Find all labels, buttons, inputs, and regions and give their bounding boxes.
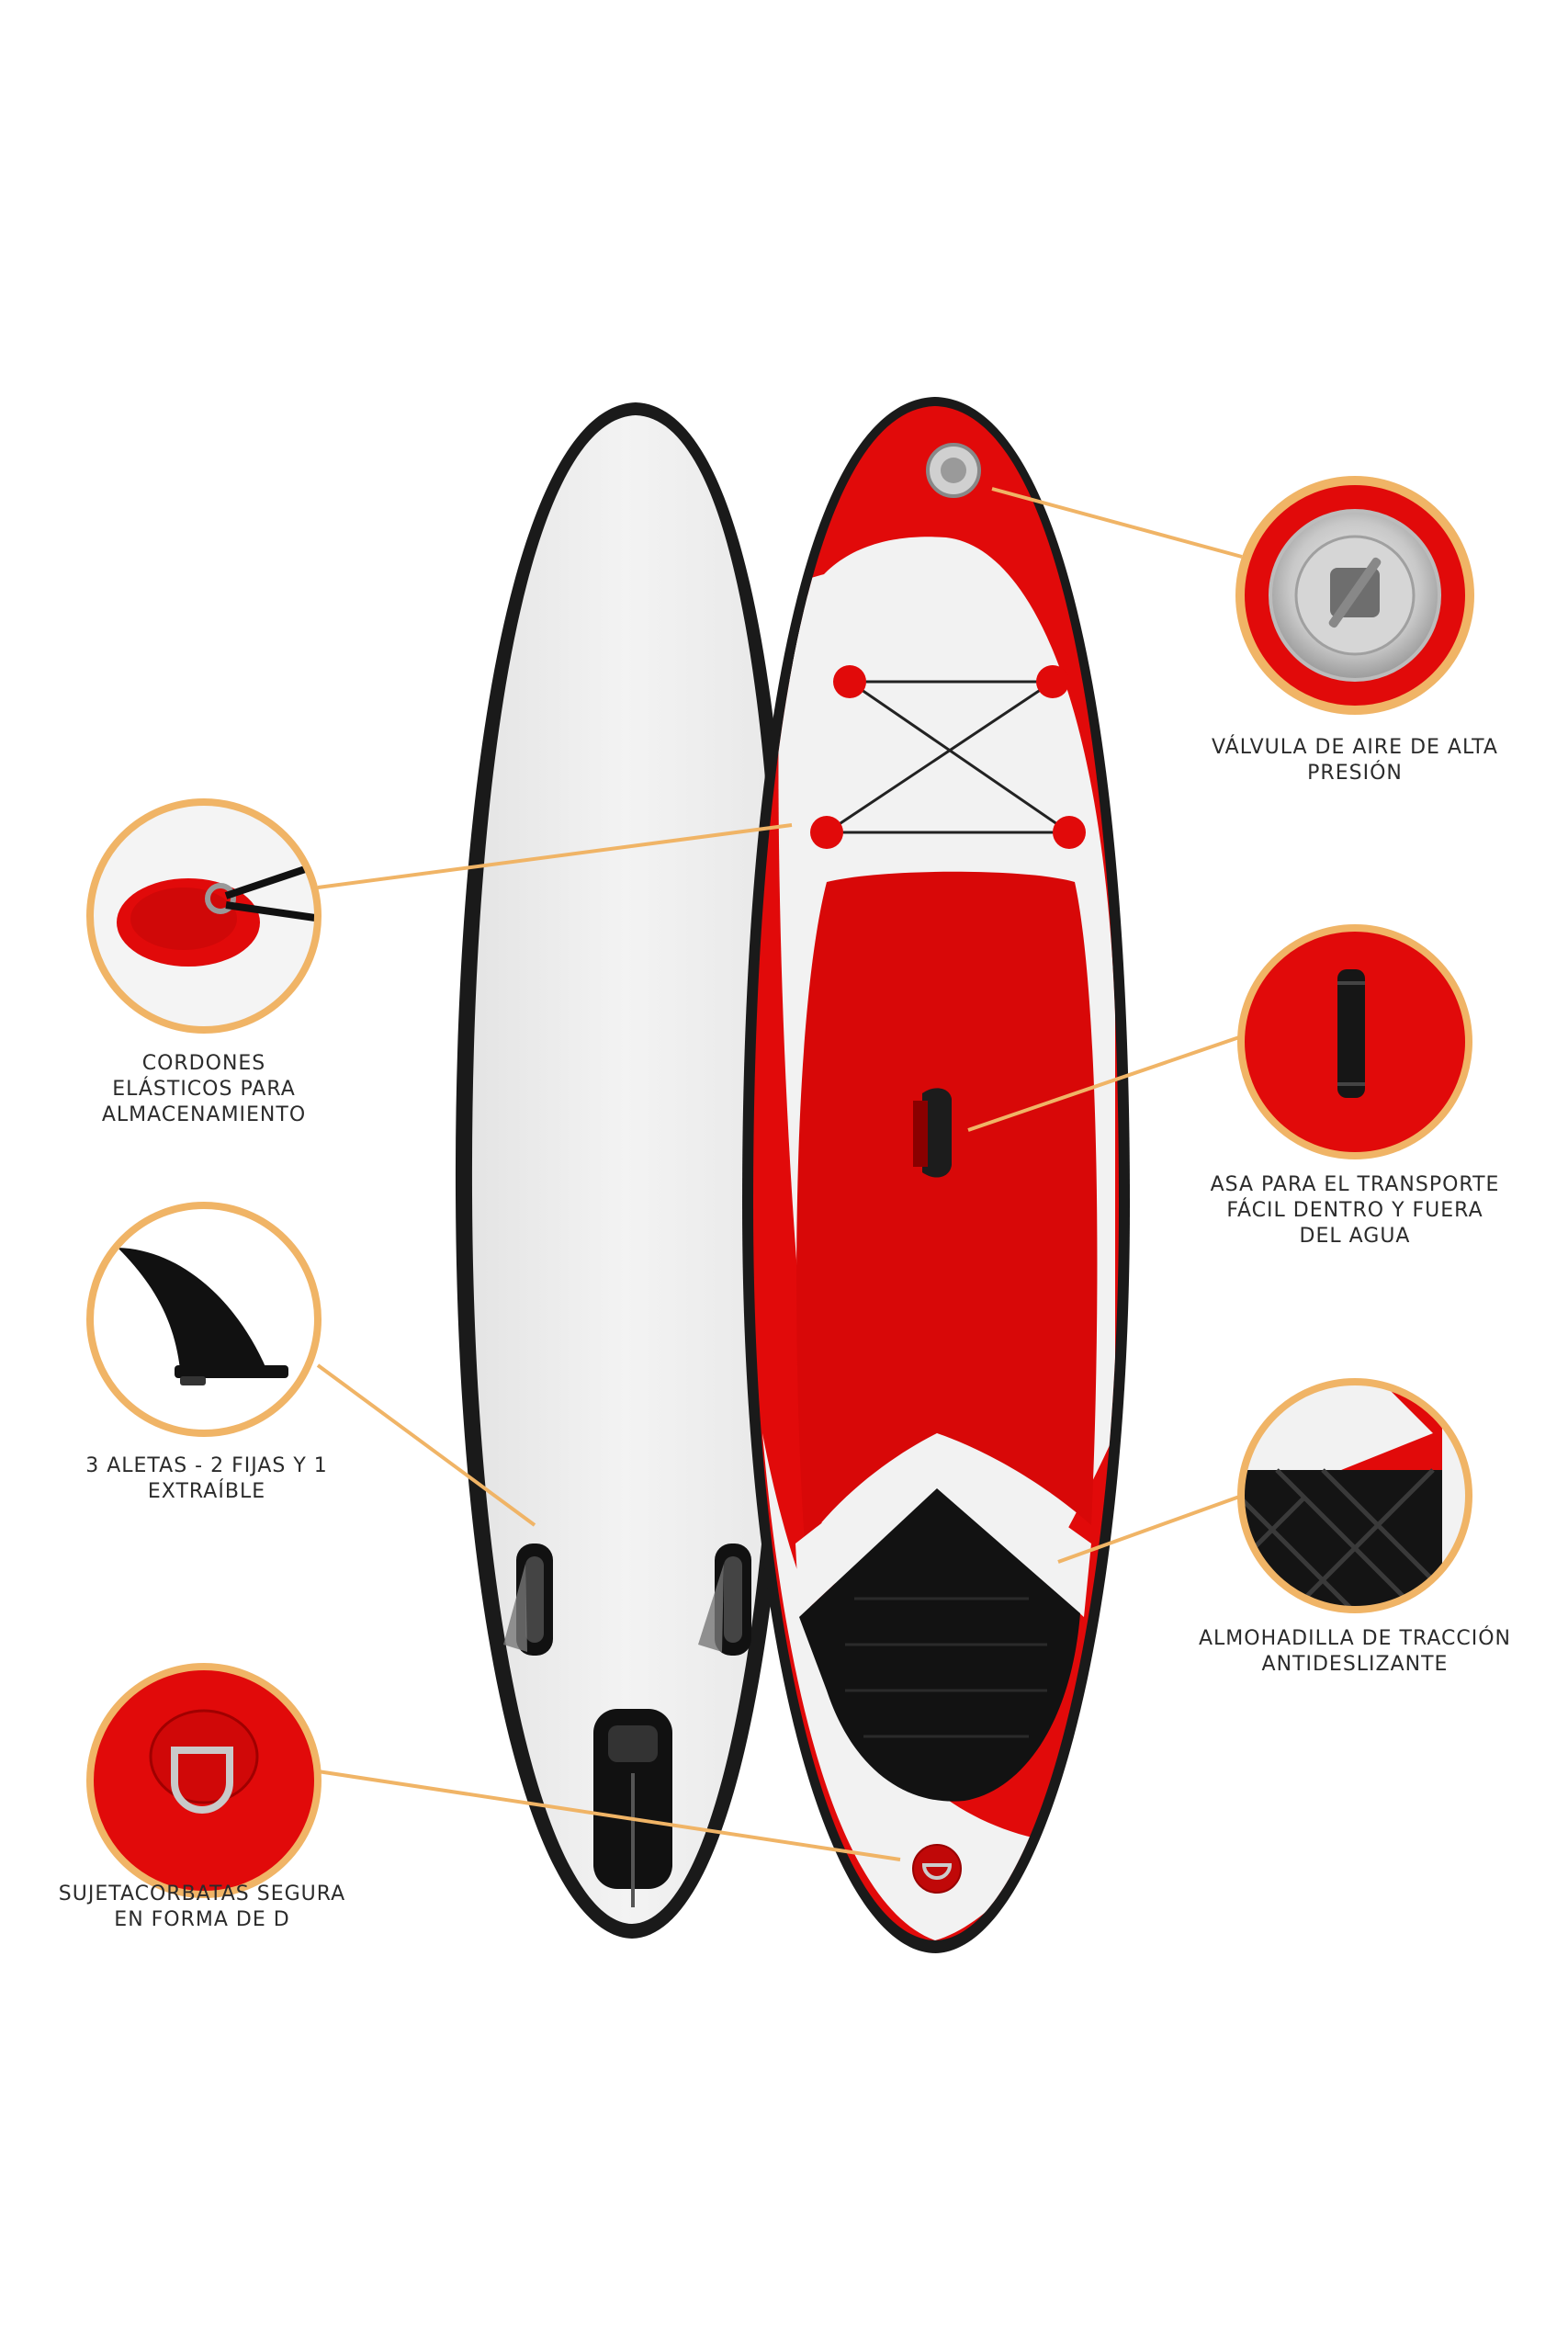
nose-valve: [926, 443, 981, 498]
side-fin-left: [503, 1544, 553, 1656]
d-ring-icon: [149, 1709, 259, 1814]
center-fin-box: [593, 1709, 672, 1907]
detail-valve: [1235, 476, 1474, 715]
label-bungee-line-1: CORDONES: [141, 1052, 266, 1075]
board-deck-view: [742, 397, 1130, 1953]
label-handle-line-1: ASA PARA EL TRANSPORTE: [1210, 1173, 1500, 1196]
label-valve: VÁLVULA DE AIRE DE ALTA PRESIÓN: [1194, 735, 1516, 786]
deck-pad: [796, 871, 1098, 1544]
label-traction-line-1: ALMOHADILLA DE TRACCIÓN: [1198, 1627, 1511, 1650]
detail-handle: [1237, 924, 1472, 1159]
label-dring: SUJETACORBATAS SEGURA EN FORMA DE D: [37, 1882, 367, 1933]
side-fin-right: [698, 1544, 751, 1656]
label-traction: ALMOHADILLA DE TRACCIÓN ANTIDESLIZANTE: [1176, 1626, 1534, 1678]
label-fins-line-2: EXTRAÍBLE: [147, 1480, 266, 1503]
board-bottom-view: [455, 402, 796, 1939]
detail-traction: [1237, 1378, 1472, 1613]
tail-d-ring: [912, 1844, 962, 1894]
air-valve-icon: [1328, 557, 1382, 628]
label-valve-line-1: VÁLVULA DE AIRE DE ALTA: [1212, 736, 1498, 759]
callout-lines: [316, 487, 1243, 1861]
callout-line-fins: [316, 1363, 536, 1527]
detail-bungee: [86, 798, 321, 1034]
label-handle-line-3: DEL AGUA: [1299, 1225, 1411, 1248]
label-handle-line-2: FÁCIL DENTRO Y FUERA: [1226, 1199, 1483, 1222]
label-bungee: CORDONES ELÁSTICOS PARA ALMACENAMIENTO: [66, 1051, 342, 1128]
label-fins-line-1: 3 ALETAS - 2 FIJAS Y 1: [85, 1454, 328, 1477]
label-valve-line-2: PRESIÓN: [1307, 762, 1403, 785]
carry-handle-icon: [1337, 969, 1365, 1098]
deck-carry-handle: [913, 1088, 952, 1178]
label-traction-line-2: ANTIDESLIZANTE: [1261, 1653, 1449, 1676]
callout-line-bungee: [317, 823, 793, 889]
callout-line-dring: [317, 1770, 901, 1861]
bungee-cord-icon: [117, 860, 318, 967]
fin-icon: [118, 1248, 288, 1385]
label-handle: ASA PARA EL TRANSPORTE FÁCIL DENTRO Y FU…: [1185, 1172, 1525, 1250]
detail-fin: [86, 1202, 321, 1437]
label-dring-line-1: SUJETACORBATAS SEGURA: [58, 1883, 346, 1905]
detail-dring: [86, 1663, 321, 1898]
label-fins: 3 ALETAS - 2 FIJAS Y 1 EXTRAÍBLE: [55, 1453, 358, 1505]
callout-line-valve: [991, 487, 1243, 559]
label-bungee-line-2: ELÁSTICOS PARA: [112, 1078, 296, 1101]
bungee-system: [810, 665, 1086, 849]
callout-line-handle: [967, 1035, 1243, 1132]
label-dring-line-2: EN FORMA DE D: [114, 1908, 290, 1931]
board-bottom-deck: [471, 415, 780, 1924]
label-bungee-line-3: ALMACENAMIENTO: [101, 1103, 307, 1126]
callout-line-traction: [1057, 1494, 1243, 1564]
